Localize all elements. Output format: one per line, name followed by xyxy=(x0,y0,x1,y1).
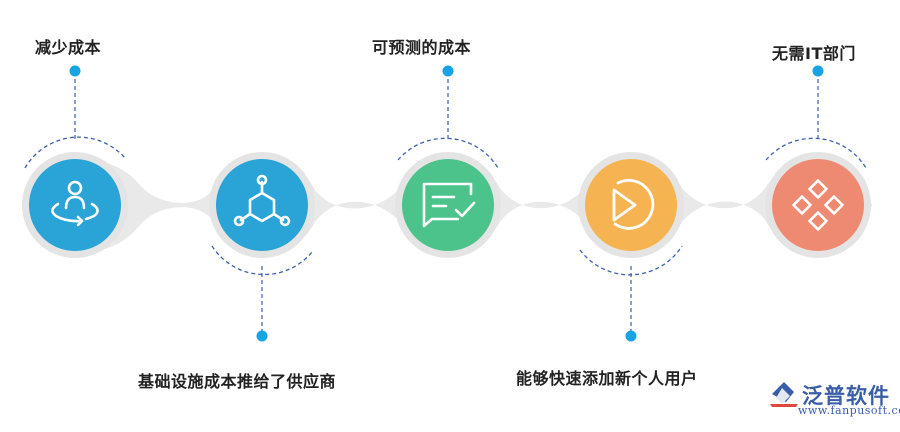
connector-dot xyxy=(256,330,268,342)
connector-dot xyxy=(69,65,81,77)
step-label-1: 减少成本 xyxy=(35,38,102,57)
step-label-4: 能够快速添加新个人用户 xyxy=(516,369,698,388)
dashed-arc xyxy=(397,137,499,169)
step-label-3: 可预测的成本 xyxy=(372,38,472,57)
step-label-5: 无需IT部门 xyxy=(772,44,856,63)
step-label-2: 基础设施成本推给了供应商 xyxy=(138,372,337,391)
step-circle-3 xyxy=(402,159,494,251)
company-logo: 泛普软件 www.fanpusoft.com xyxy=(768,378,900,422)
connector-dot xyxy=(442,65,454,77)
company-logo-icon xyxy=(770,382,798,407)
message-check-icon xyxy=(422,182,476,228)
dashed-arc xyxy=(211,245,313,276)
dashed-arc xyxy=(579,245,683,276)
connector-dot xyxy=(625,330,637,342)
connector-dot xyxy=(812,65,824,77)
step-circle-4 xyxy=(585,159,677,251)
step-circle-5 xyxy=(772,159,864,251)
diamond-grid-icon xyxy=(792,179,844,231)
pie-chart-icon xyxy=(612,179,655,230)
logo-url: www.fanpusoft.com xyxy=(798,404,900,417)
step-circle-1 xyxy=(29,159,121,251)
step-circle-2 xyxy=(216,159,308,251)
dashed-arc xyxy=(24,136,126,169)
person-rotate-icon xyxy=(51,180,99,227)
logo-name: 泛普软件 xyxy=(802,384,890,408)
network-cube-icon xyxy=(233,174,291,227)
